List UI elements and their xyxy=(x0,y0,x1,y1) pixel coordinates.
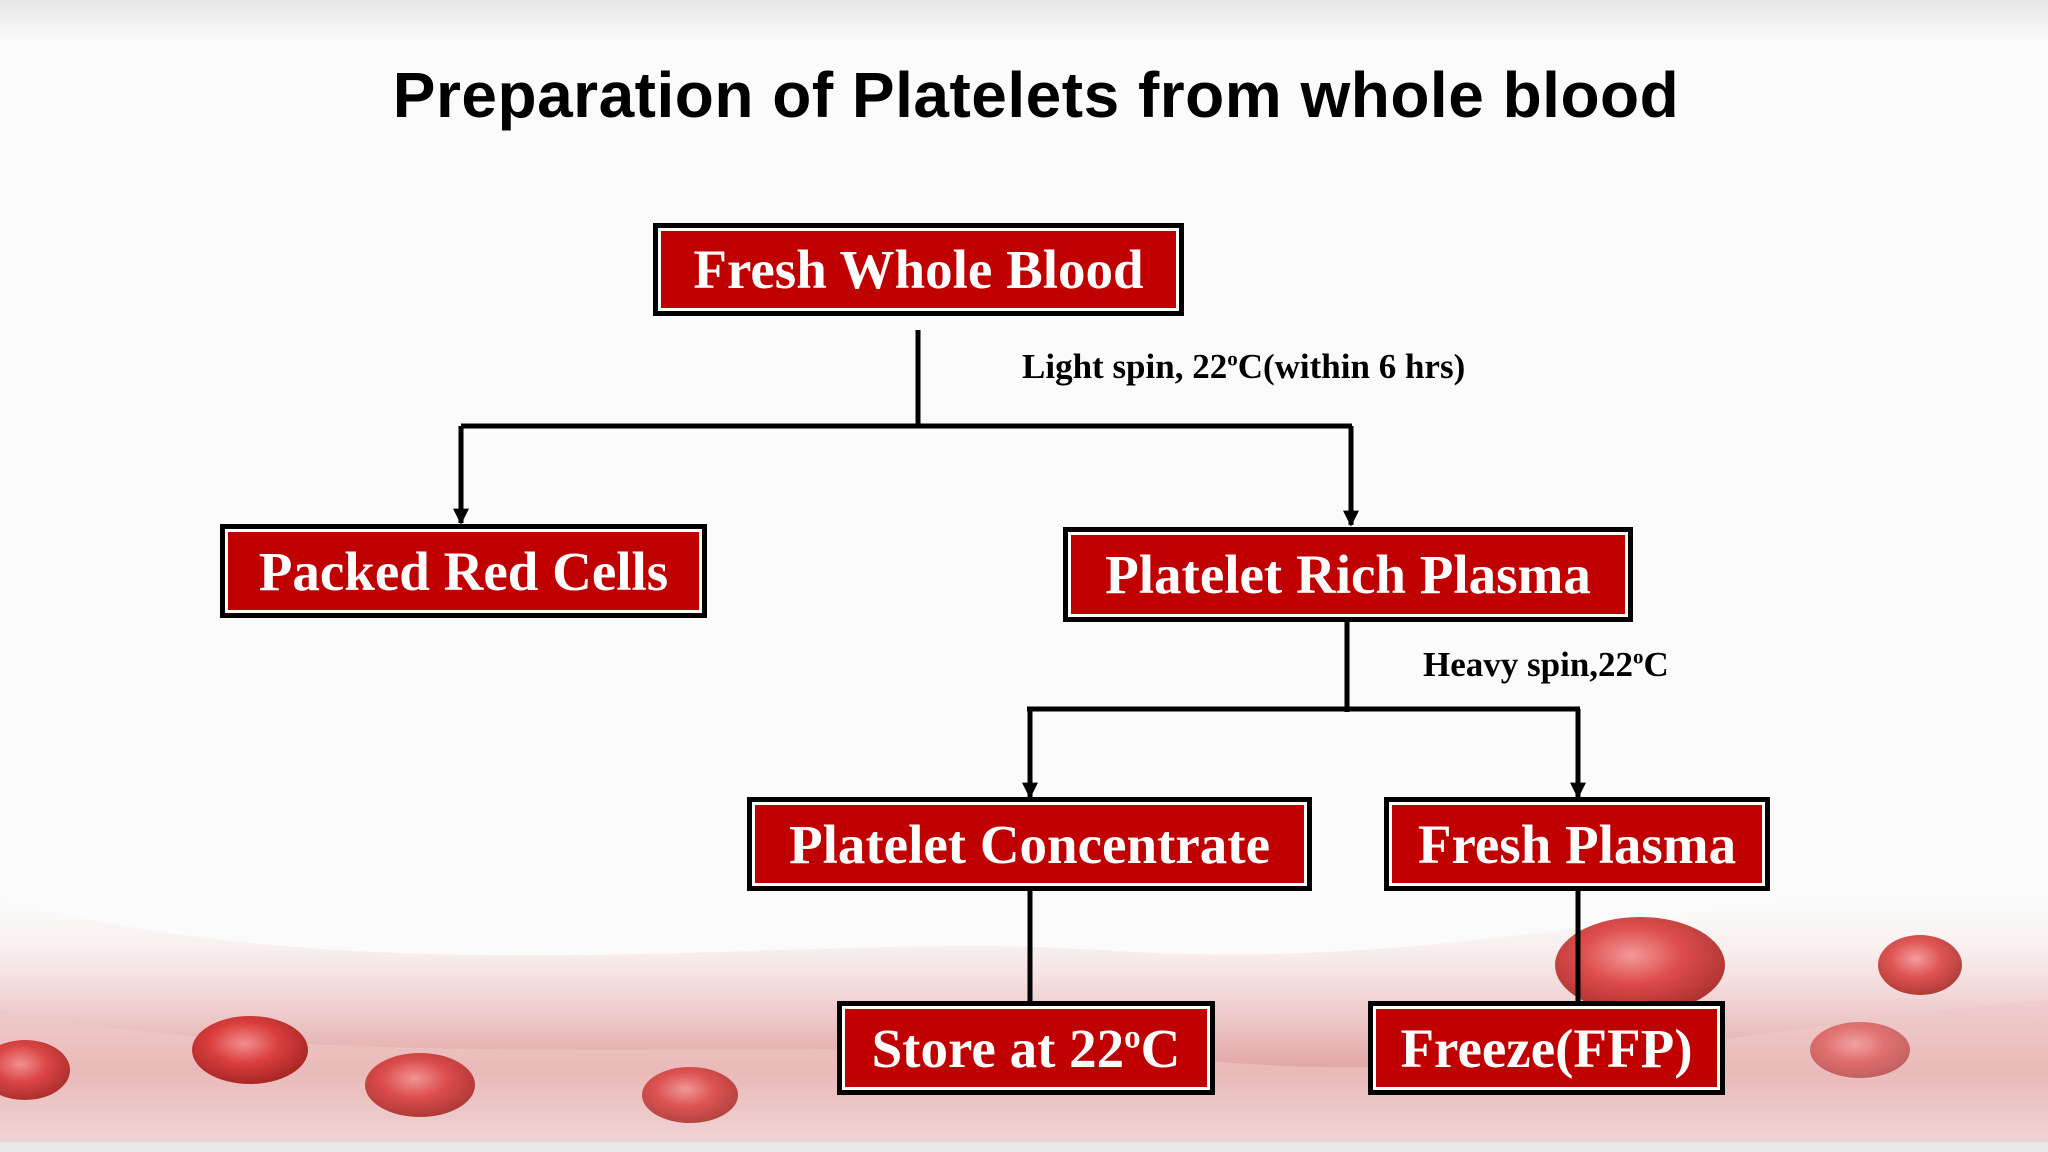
edge-label-heavy-spin: Heavy spin,22oC xyxy=(1423,644,1669,684)
node-packed-red-cells: Packed Red Cells xyxy=(220,524,707,618)
node-label: Packed Red Cells xyxy=(258,540,669,602)
node-store-at-22c: Store at 22oC xyxy=(837,1001,1215,1095)
node-fresh-whole-blood: Fresh Whole Blood xyxy=(653,223,1184,316)
slide-title: Preparation of Platelets from whole bloo… xyxy=(392,59,1680,131)
node-fresh-plasma: Fresh Plasma xyxy=(1384,797,1770,891)
node-platelet-concentrate: Platelet Concentrate xyxy=(747,797,1312,891)
edge-label-light-spin: Light spin, 22oC(within 6 hrs) xyxy=(1022,346,1466,386)
node-label: Fresh Plasma xyxy=(1417,813,1737,875)
node-platelet-rich-plasma: Platelet Rich Plasma xyxy=(1063,527,1633,622)
node-label: Freeze(FFP) xyxy=(1400,1017,1693,1079)
node-freeze-ffp: Freeze(FFP) xyxy=(1368,1001,1725,1095)
node-label: Platelet Concentrate xyxy=(788,813,1271,875)
node-label: Platelet Rich Plasma xyxy=(1105,544,1591,605)
node-label: Fresh Whole Blood xyxy=(693,239,1144,300)
node-label: Store at 22oC xyxy=(871,1017,1181,1079)
